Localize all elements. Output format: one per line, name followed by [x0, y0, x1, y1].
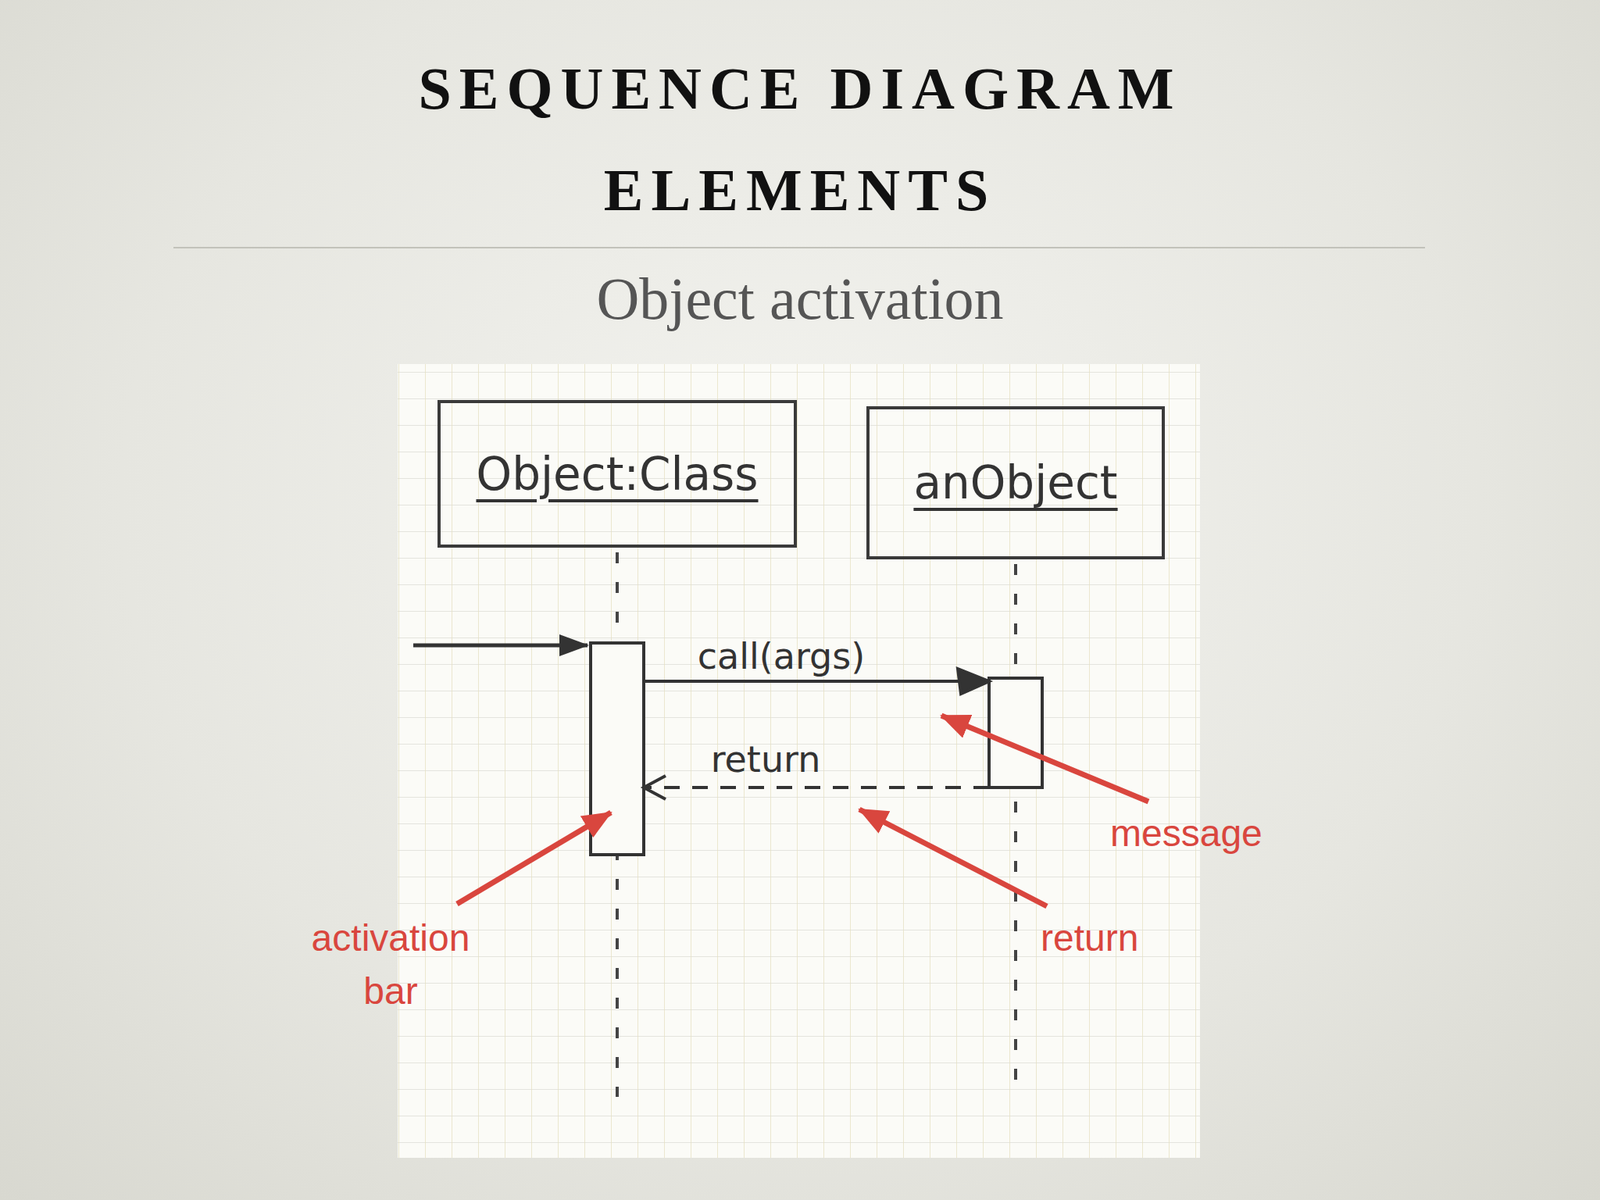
- leader-line: [941, 715, 1149, 802]
- return-message: [617, 547, 1016, 800]
- message-line: [617, 547, 1016, 682]
- arrow-head: [643, 775, 666, 800]
- message-label: call(args): [694, 635, 868, 678]
- message-label: return: [707, 738, 825, 781]
- slide-title: SEQUENCE DIAGRAM ELEMENTS: [214, 37, 1386, 241]
- arrow-head: [957, 668, 990, 694]
- message-line: [617, 547, 1016, 788]
- object-name: anObject: [913, 456, 1118, 510]
- lifeline-head-box: Object:Class: [437, 400, 797, 548]
- lifeline: [1014, 564, 1018, 1097]
- paper-sheet: [397, 364, 1200, 1158]
- callout-label: activation bar: [289, 911, 493, 1018]
- incoming-message: [413, 643, 588, 648]
- activation-bar: [989, 678, 1043, 788]
- callout-label: return: [1040, 914, 1139, 962]
- leader-line: [859, 809, 1047, 907]
- slide-subtitle: Object activation: [409, 265, 1191, 332]
- title-rule: [173, 246, 1425, 249]
- leader-line: [457, 812, 611, 904]
- object-name: Object:Class: [475, 447, 758, 501]
- lifeline-head-box: anObject: [866, 406, 1165, 560]
- call-message: [617, 547, 1016, 694]
- callout-label: message: [1110, 810, 1263, 858]
- paper-grid: [397, 364, 1200, 1158]
